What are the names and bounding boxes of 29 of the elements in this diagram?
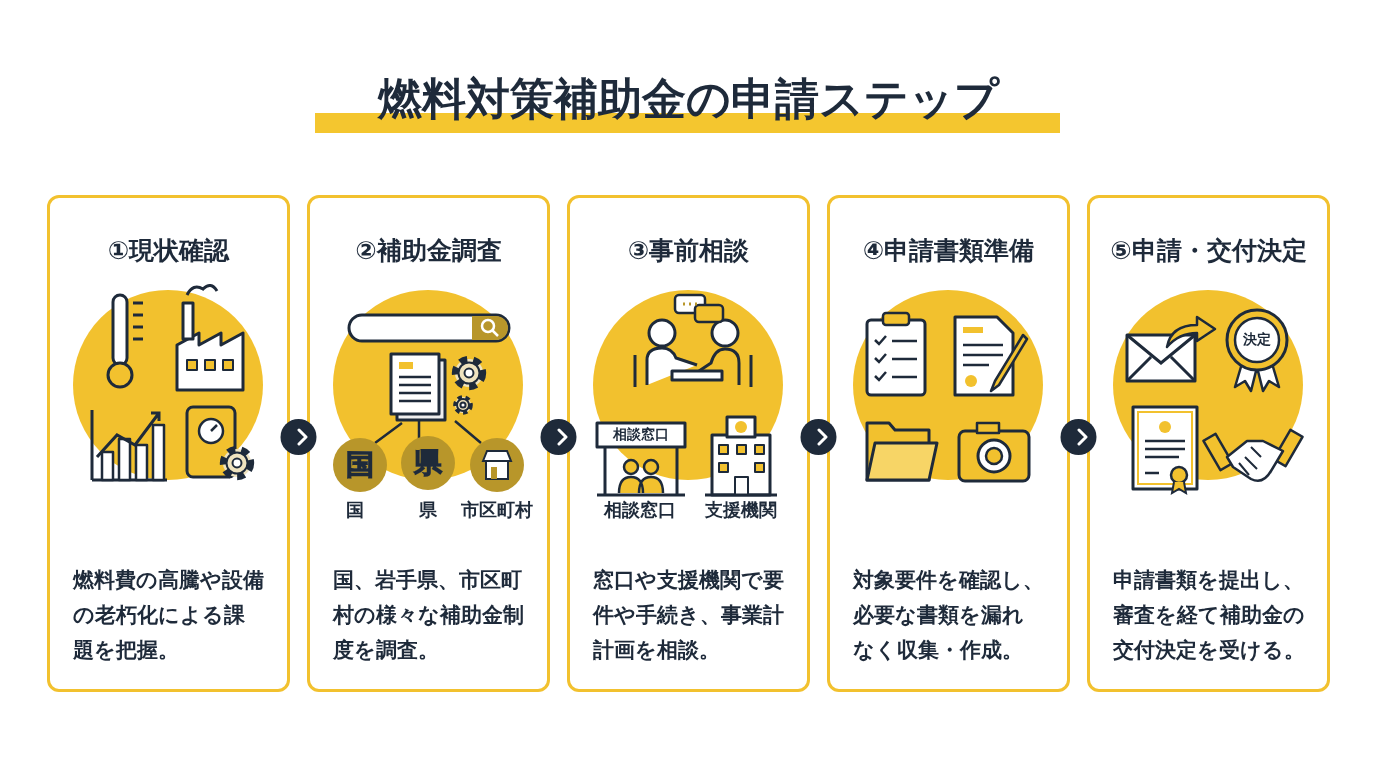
- step-description: 国、岩手県、市区町村の様々な補助金制度を調査。: [332, 567, 525, 664]
- title: 燃料対策補助金の申請ステップ: [377, 73, 999, 124]
- icon-caption: 相談窓口: [604, 500, 676, 520]
- chevron-arrow: [1060, 419, 1097, 455]
- badge-glyph: 国: [346, 449, 374, 481]
- sign-text: 相談窓口: [613, 427, 669, 443]
- step-description: 申請書類を提出し、審査を経て補助金の交付決定を受ける。: [1112, 567, 1305, 664]
- step-card: [827, 195, 1070, 692]
- badge-text: 決定: [1243, 332, 1271, 348]
- step-card: [307, 195, 550, 692]
- step-card: [567, 195, 810, 692]
- step-heading: ②補助金調査: [355, 235, 502, 267]
- chevron-arrow: [800, 419, 837, 455]
- icon-caption: 支援機関: [705, 500, 777, 520]
- step-description: 燃料費の高騰や設備の老朽化による課題を把握。: [72, 567, 265, 664]
- icon-caption: 県: [419, 500, 437, 520]
- step-heading: ③事前相談: [627, 235, 750, 267]
- step-heading: ⑤申請・交付決定: [1110, 235, 1307, 267]
- badge-glyph: 県: [414, 447, 442, 479]
- step-heading: ①現状確認: [107, 235, 230, 267]
- step-description: 対象要件を確認し、必要な書類を漏れなく収集・作成。: [852, 567, 1045, 664]
- chevron-arrow: [280, 419, 317, 455]
- step-heading: ④申請書類準備: [862, 235, 1035, 267]
- chevron-arrow: [540, 419, 577, 455]
- icon-caption: 市区町村: [461, 500, 533, 520]
- step-card: [47, 195, 290, 692]
- step-card: [1087, 195, 1330, 692]
- icon-caption: 国: [346, 500, 364, 520]
- step-description: 窓口や支援機関で要件や手続き、事業計計画を相談。: [592, 567, 785, 664]
